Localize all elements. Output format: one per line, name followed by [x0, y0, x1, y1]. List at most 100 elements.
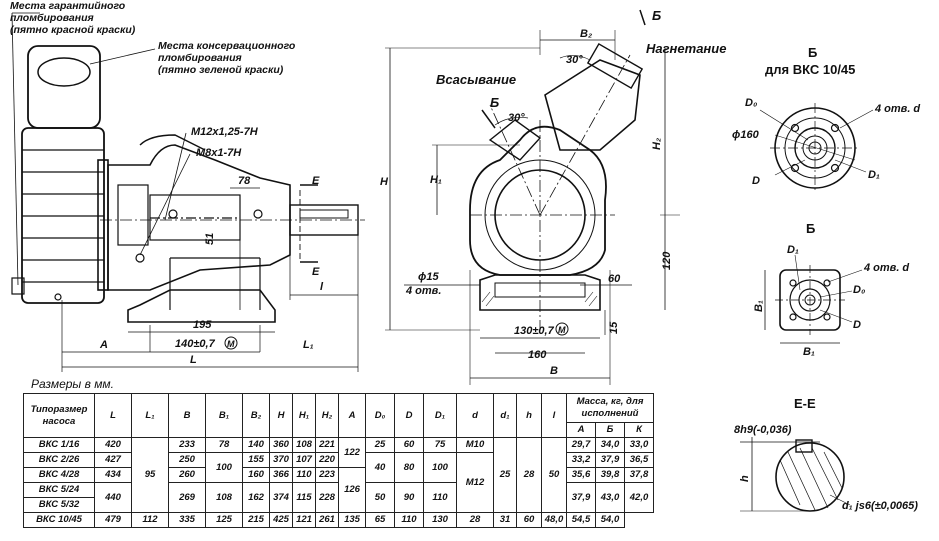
dim-130: 130±0,7 — [514, 325, 555, 337]
section-ee-title: Е-Е — [794, 396, 816, 411]
table-cell: 90 — [394, 482, 424, 513]
table-cell: 335 — [168, 512, 206, 528]
table-cell: 366 — [269, 467, 293, 483]
table-cell: 427 — [94, 452, 132, 468]
table-cell: 122 — [338, 437, 366, 468]
table-cell: 50 — [365, 482, 395, 513]
table-cell: 78 — [205, 437, 243, 453]
discharge-nozzle — [544, 59, 641, 151]
table-cell: 215 — [242, 512, 270, 528]
table-cell: 50 — [541, 437, 567, 513]
mark-m-2: M — [558, 325, 566, 335]
dim-l: l — [320, 281, 324, 293]
dim-H: H — [380, 176, 389, 188]
table-cell: 35,6 — [566, 467, 596, 483]
table-cell: 140 — [242, 437, 270, 453]
table-cell: 261 — [315, 512, 339, 528]
section-d1: d₁ js6(±0,0065) — [842, 500, 918, 512]
th-type: Типоразмер насоса — [23, 393, 95, 438]
table-row: ВКС 2/26 427 250 100 155 370 107 220 40 … — [23, 452, 654, 513]
angle-30-a: 30° — [566, 54, 583, 66]
th-D1: D₁ — [423, 393, 457, 438]
dim-H2: H₂ — [651, 138, 663, 150]
table-cell: 223 — [315, 467, 339, 483]
th-A: A — [338, 393, 366, 438]
table-cell: 60 — [516, 512, 542, 528]
table-cell: 269 — [168, 482, 206, 513]
table-cell: 33,0 — [624, 437, 654, 453]
terminal-cover-oval — [37, 57, 91, 87]
view-b-holes: 4 отв. d — [874, 103, 920, 115]
th-d: d — [456, 393, 494, 438]
th-l: l — [541, 393, 567, 438]
mark-M — [224, 322, 569, 350]
pump-housing — [107, 144, 291, 291]
view-b2-B1h: B₁ — [803, 346, 815, 358]
table-cell: 121 — [292, 512, 316, 528]
table-cell: 112 — [131, 512, 169, 528]
table-cell: 107 — [292, 452, 316, 468]
table-cell: 110 — [423, 482, 457, 513]
table-cell: ВКС 1/16 — [23, 437, 95, 453]
thread-m12-label: М12х1,25-7Н — [191, 126, 258, 138]
table-cell: 108 — [292, 437, 316, 453]
dim-195: 195 — [193, 319, 212, 331]
view-b-phi160: ϕ160 — [732, 129, 760, 141]
table-cell: 434 — [94, 467, 132, 483]
view-b-D1: D₁ — [868, 169, 880, 181]
dim-H1: H₁ — [430, 174, 442, 186]
section-key: 8h9(-0,036) — [734, 424, 792, 436]
table-cell: 360 — [269, 437, 293, 453]
table-cell: 479 — [94, 512, 132, 528]
discharge-label: Нагнетание — [646, 41, 727, 56]
table-cell: 100 — [205, 452, 243, 483]
section-h: h — [739, 475, 751, 482]
hole-15: ϕ15 — [418, 271, 439, 283]
th-h: h — [516, 393, 542, 438]
table-cell: 37,9 — [595, 452, 625, 468]
view-b-D0: D₀ — [745, 97, 757, 109]
th-mass-a: А — [566, 422, 596, 438]
th-L: L — [94, 393, 132, 438]
table-cell: 29,7 — [566, 437, 596, 453]
view-b2-title: Б — [806, 221, 816, 236]
table-cell: 108 — [205, 482, 243, 513]
table-cell: 228 — [315, 482, 339, 513]
thread-m8-label: М8х1-7Н — [196, 147, 242, 159]
front-base — [479, 274, 601, 311]
table-cell: 39,8 — [595, 467, 625, 483]
view-b-D: D — [752, 175, 760, 187]
table-row: ВКС 10/45 479 112 335 125 215 425 121 26… — [23, 512, 654, 528]
table-cell: 126 — [338, 467, 366, 513]
table-cell: 110 — [394, 512, 424, 528]
view-b2-B1v: B₁ — [753, 300, 765, 312]
warranty-seal-label: Места гарантийного пломбирования (пятно … — [10, 0, 136, 36]
table-cell: 162 — [242, 482, 270, 513]
table-cell: М12 — [456, 452, 494, 513]
table-cell: 233 — [168, 437, 206, 453]
dim-A: A — [99, 339, 108, 351]
table-cell: 28 — [456, 512, 494, 528]
dim-51: 51 — [204, 233, 216, 245]
section-ee — [740, 437, 851, 512]
table-cell: 40 — [365, 452, 395, 483]
dim-B2: B₂ — [580, 28, 592, 40]
conservation-seal-label: Места консервационного пломбирования (пя… — [158, 40, 296, 76]
table-cell: 25 — [365, 437, 395, 453]
table-cell: 54,5 — [566, 512, 596, 528]
table-cell: 34,0 — [595, 437, 625, 453]
th-mass-b: Б — [595, 422, 625, 438]
view-b-title: Б — [808, 45, 818, 60]
view-b-subtitle: для ВКС 10/45 — [765, 62, 856, 77]
th-mass: Масса, кг, для исполнений — [566, 393, 654, 423]
th-D: D — [394, 393, 424, 438]
table-cell: 260 — [168, 467, 206, 483]
table-cell: 25 — [493, 437, 517, 513]
table-cell: 440 — [94, 482, 132, 513]
table-cell: 250 — [168, 452, 206, 468]
table-cell: М10 — [456, 437, 494, 453]
table-cell: 425 — [269, 512, 293, 528]
table-cell: 220 — [315, 452, 339, 468]
